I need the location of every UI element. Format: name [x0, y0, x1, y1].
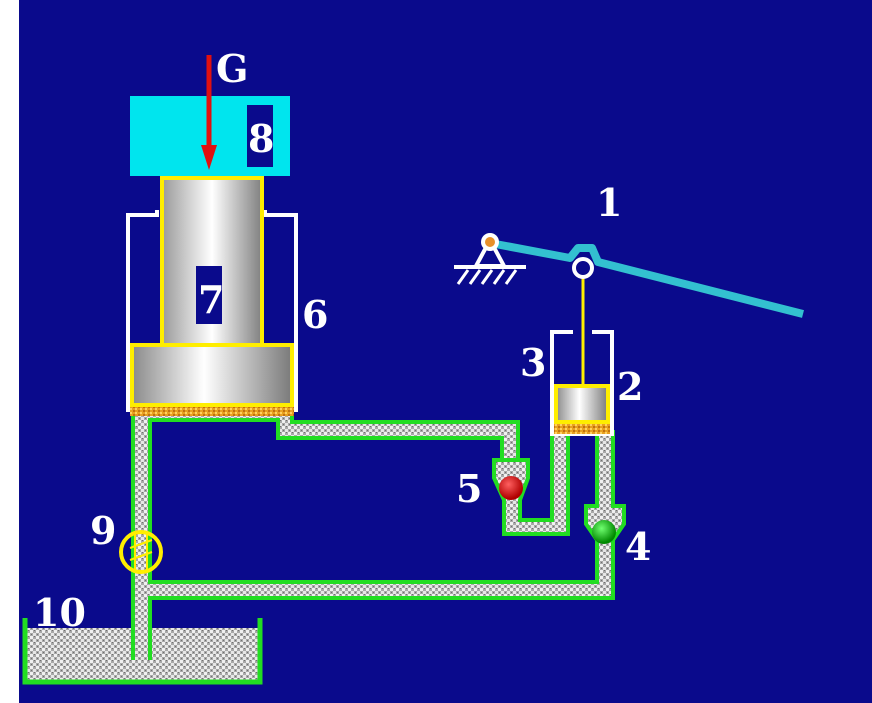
check-valve-ball-green — [592, 520, 616, 544]
lever-pivot-support — [454, 233, 526, 285]
label-small-piston: 2 — [617, 364, 643, 409]
label-check-valve-in: 5 — [456, 466, 482, 511]
large-piston — [130, 176, 294, 407]
small-cylinder — [550, 330, 614, 436]
label-large-piston: 7 — [198, 277, 224, 322]
release-valve — [119, 530, 163, 574]
small-piston — [554, 270, 610, 424]
pipe-network — [131, 412, 626, 660]
label-small-cylinder: 3 — [520, 340, 546, 385]
label-check-valve-out: 4 — [625, 524, 651, 569]
load-arrow — [201, 55, 217, 170]
lever — [489, 239, 804, 318]
label-large-cylinder: 6 — [302, 292, 328, 337]
label-release-valve: 9 — [90, 508, 116, 553]
label-load-block: 8 — [248, 116, 274, 161]
label-reservoir: 10 — [33, 590, 86, 635]
label-load: G — [216, 46, 248, 91]
label-lever: 1 — [596, 180, 622, 225]
check-valve-ball-red — [499, 476, 523, 500]
